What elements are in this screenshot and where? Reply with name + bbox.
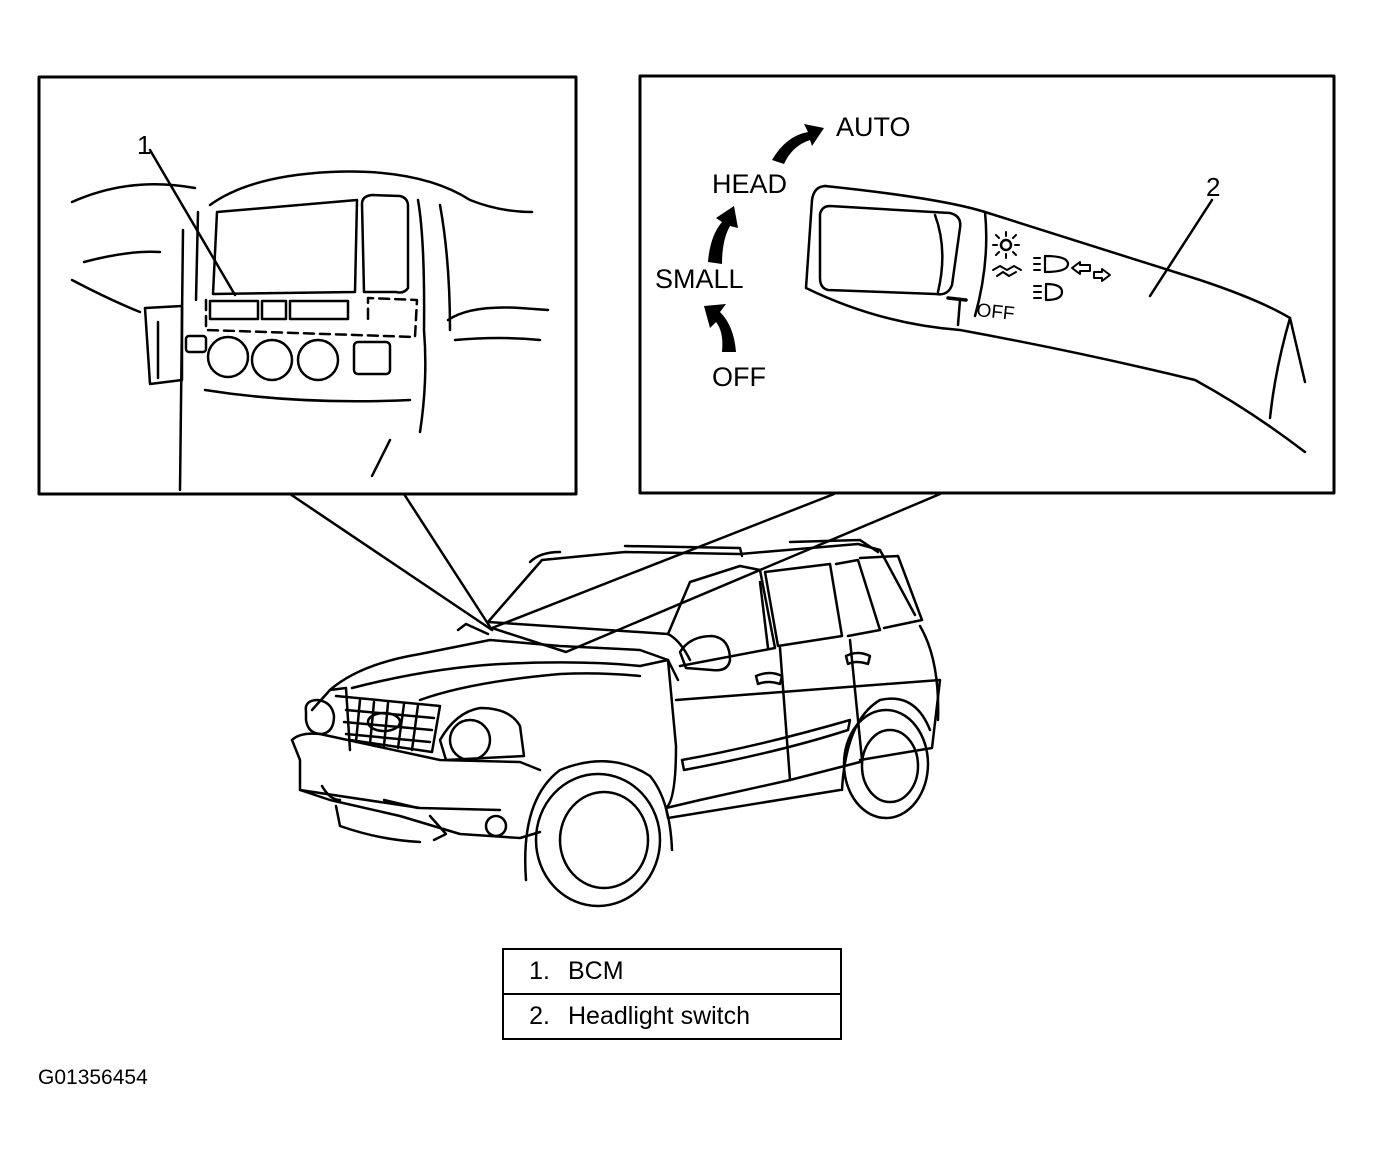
legend-cell: 2. Headlight switch	[502, 993, 842, 1040]
lever-off-marking: OFF	[975, 300, 1015, 325]
dashboard-inset	[37, 75, 578, 496]
arrow-off-to-small	[704, 304, 736, 352]
legend-table: 1. BCM 2. Headlight switch	[502, 948, 842, 1040]
switch-leader-line	[1148, 198, 1214, 298]
legend-number: 2.	[529, 1002, 550, 1030]
bcm-callout-number: 1	[137, 130, 151, 160]
position-label-small: SMALL	[655, 264, 744, 294]
switch-inset	[638, 74, 1336, 495]
position-label-auto: AUTO	[836, 112, 911, 142]
position-label-head: HEAD	[712, 169, 787, 199]
arrow-head-to-auto	[772, 124, 824, 164]
dashboard-inset-frame	[37, 75, 578, 496]
vehicle-illustration	[290, 538, 942, 908]
switch-callout-number: 2	[1206, 172, 1220, 202]
switch-inset-frame	[638, 74, 1336, 495]
legend-row: 2. Headlight switch	[502, 993, 842, 1040]
dashboard-callout-wedge	[288, 492, 494, 632]
position-label-off: OFF	[712, 362, 766, 392]
legend-number: 1.	[529, 957, 550, 985]
legend-label: Headlight switch	[568, 1002, 751, 1030]
arrow-small-to-head	[708, 206, 738, 264]
legend-label: BCM	[568, 957, 624, 985]
legend-cell: 1. BCM	[502, 948, 842, 995]
bcm-leader-line	[148, 148, 237, 297]
legend-row: 1. BCM	[502, 948, 842, 995]
figure-id: G01356454	[38, 1066, 148, 1089]
switch-callout-wedge	[490, 492, 942, 654]
